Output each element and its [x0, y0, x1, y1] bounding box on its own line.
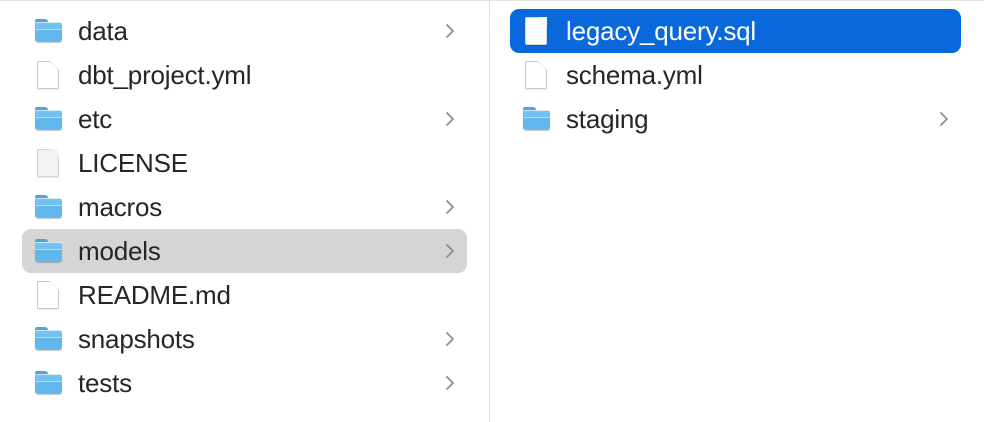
file-row[interactable]: schema.yml: [510, 53, 961, 97]
chevron-right-icon[interactable]: [443, 21, 457, 41]
chevron-right-icon[interactable]: [443, 109, 457, 129]
file-list-child: legacy_query.sql schema.yml staging: [490, 1, 983, 141]
chevron-right-icon[interactable]: [443, 373, 457, 393]
document-icon: [34, 60, 64, 90]
file-row[interactable]: dbt_project.yml: [22, 53, 467, 97]
file-row[interactable]: legacy_query.sql: [510, 9, 961, 53]
file-row[interactable]: snapshots: [22, 317, 467, 361]
column-child: legacy_query.sql schema.yml staging: [490, 1, 983, 422]
file-row-label: data: [78, 16, 128, 46]
file-row[interactable]: macros: [22, 185, 467, 229]
document-icon: [522, 60, 552, 90]
file-row-label: LICENSE: [78, 148, 188, 178]
file-row-label: models: [78, 236, 161, 266]
file-row[interactable]: data: [22, 9, 467, 53]
folder-icon: [34, 236, 64, 266]
chevron-right-icon[interactable]: [937, 109, 951, 129]
document-icon: [522, 16, 552, 46]
chevron-right-icon[interactable]: [443, 197, 457, 217]
file-row-label: macros: [78, 192, 163, 222]
file-row[interactable]: etc: [22, 97, 467, 141]
file-row-label: README.md: [78, 280, 231, 310]
file-row-label: schema.yml: [566, 60, 703, 90]
document-icon: [34, 280, 64, 310]
folder-icon: [34, 192, 64, 222]
chevron-right-icon[interactable]: [443, 241, 457, 261]
file-row[interactable]: README.md: [22, 273, 467, 317]
file-row-label: snapshots: [78, 324, 195, 354]
folder-icon: [34, 324, 64, 354]
folder-icon: [522, 104, 552, 134]
chevron-right-icon[interactable]: [443, 329, 457, 349]
document-icon: [34, 148, 64, 178]
folder-icon: [34, 16, 64, 46]
folder-icon: [34, 368, 64, 398]
file-row[interactable]: tests: [22, 361, 467, 405]
file-row-label: etc: [78, 104, 113, 134]
file-row[interactable]: LICENSE: [22, 141, 467, 185]
file-row-label: legacy_query.sql: [566, 16, 756, 46]
file-row-label: tests: [78, 368, 132, 398]
file-row[interactable]: staging: [510, 97, 961, 141]
file-row-label: dbt_project.yml: [78, 60, 252, 90]
file-row-label: staging: [566, 104, 649, 134]
folder-icon: [34, 104, 64, 134]
file-row[interactable]: models: [22, 229, 467, 273]
